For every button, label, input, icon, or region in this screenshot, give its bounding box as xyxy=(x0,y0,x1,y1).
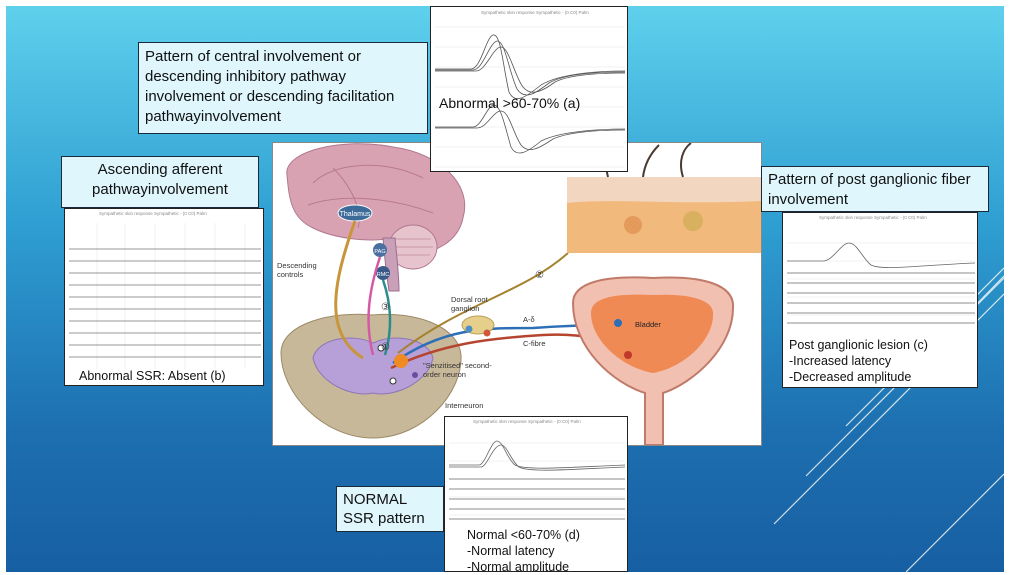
anatomy-illustration: Thalamus PAG RMC xyxy=(273,143,761,445)
panel-caption: Abnormal SSR: Absent (b) xyxy=(79,369,226,383)
bladder-label: Bladder xyxy=(635,320,661,329)
caption-line-3: -Normal amplitude xyxy=(467,559,580,572)
drg-label: Dorsal root ganglion xyxy=(451,295,511,313)
panel-caption: Normal <60-70% (d) -Normal latency -Norm… xyxy=(467,527,580,572)
caption-line-2: -Increased latency xyxy=(789,353,928,369)
panel-caption: Post ganglionic lesion (c) -Increased la… xyxy=(789,337,928,385)
normal-ssr-label: NORMAL SSR pattern xyxy=(336,486,444,532)
ssr-panel-normal-d: Sympathetic skin response Sympathetic - … xyxy=(444,416,628,572)
panel-caption: Abnormal >60-70% (a) xyxy=(439,95,580,111)
caption-line-2: -Normal latency xyxy=(467,543,580,559)
interneuron-label: Interneuron xyxy=(445,401,483,410)
caption-line-1: Post ganglionic lesion (c) xyxy=(789,337,928,353)
ascending-afferent-label: Ascending afferent pathwayinvolvement xyxy=(61,156,259,208)
post-ganglionic-text: Pattern of post ganglionic fiber involve… xyxy=(768,171,971,208)
c-fibre-label: C-fibre xyxy=(523,339,546,348)
ssr-panel-post-ganglionic-c: Sympathetic skin response Sympathetic - … xyxy=(782,212,978,388)
normal-ssr-text: NORMAL SSR pattern xyxy=(343,491,425,527)
ssr-panel-absent-b: Sympathetic skin response Sympathetic - … xyxy=(64,208,264,386)
sensitized-neuron-label: "Senzitised" second-order neuron xyxy=(423,361,493,379)
ssr-panel-abnormal-a: Sympathetic skin response Sympathetic - … xyxy=(430,6,628,172)
step-3-marker: ③ xyxy=(381,303,390,312)
ssr-trace-abnormal xyxy=(431,7,628,172)
ssr-trace-absent xyxy=(65,209,264,386)
pag-label: PAG xyxy=(374,249,385,255)
descending-controls-label: Descending controls xyxy=(277,261,335,279)
caption-line-1: Normal <60-70% (d) xyxy=(467,527,580,543)
a-delta-label: A-δ xyxy=(523,315,535,324)
slide-background: Thalamus PAG RMC xyxy=(6,6,1004,572)
step-1-marker: ① xyxy=(381,343,390,352)
caption-line-3: -Decreased amplitude xyxy=(789,369,928,385)
rmc-label: RMC xyxy=(377,272,390,278)
step-2-marker: ② xyxy=(535,271,544,280)
pain-pathway-diagram: Thalamus PAG RMC xyxy=(272,142,762,446)
ascending-afferent-text: Ascending afferent pathwayinvolvement xyxy=(92,161,228,198)
thalamus-label: Thalamus xyxy=(340,211,371,218)
central-involvement-text: Pattern of central involvement or descen… xyxy=(145,48,394,125)
central-involvement-label: Pattern of central involvement or descen… xyxy=(138,42,428,134)
post-ganglionic-label: Pattern of post ganglionic fiber involve… xyxy=(761,166,989,212)
